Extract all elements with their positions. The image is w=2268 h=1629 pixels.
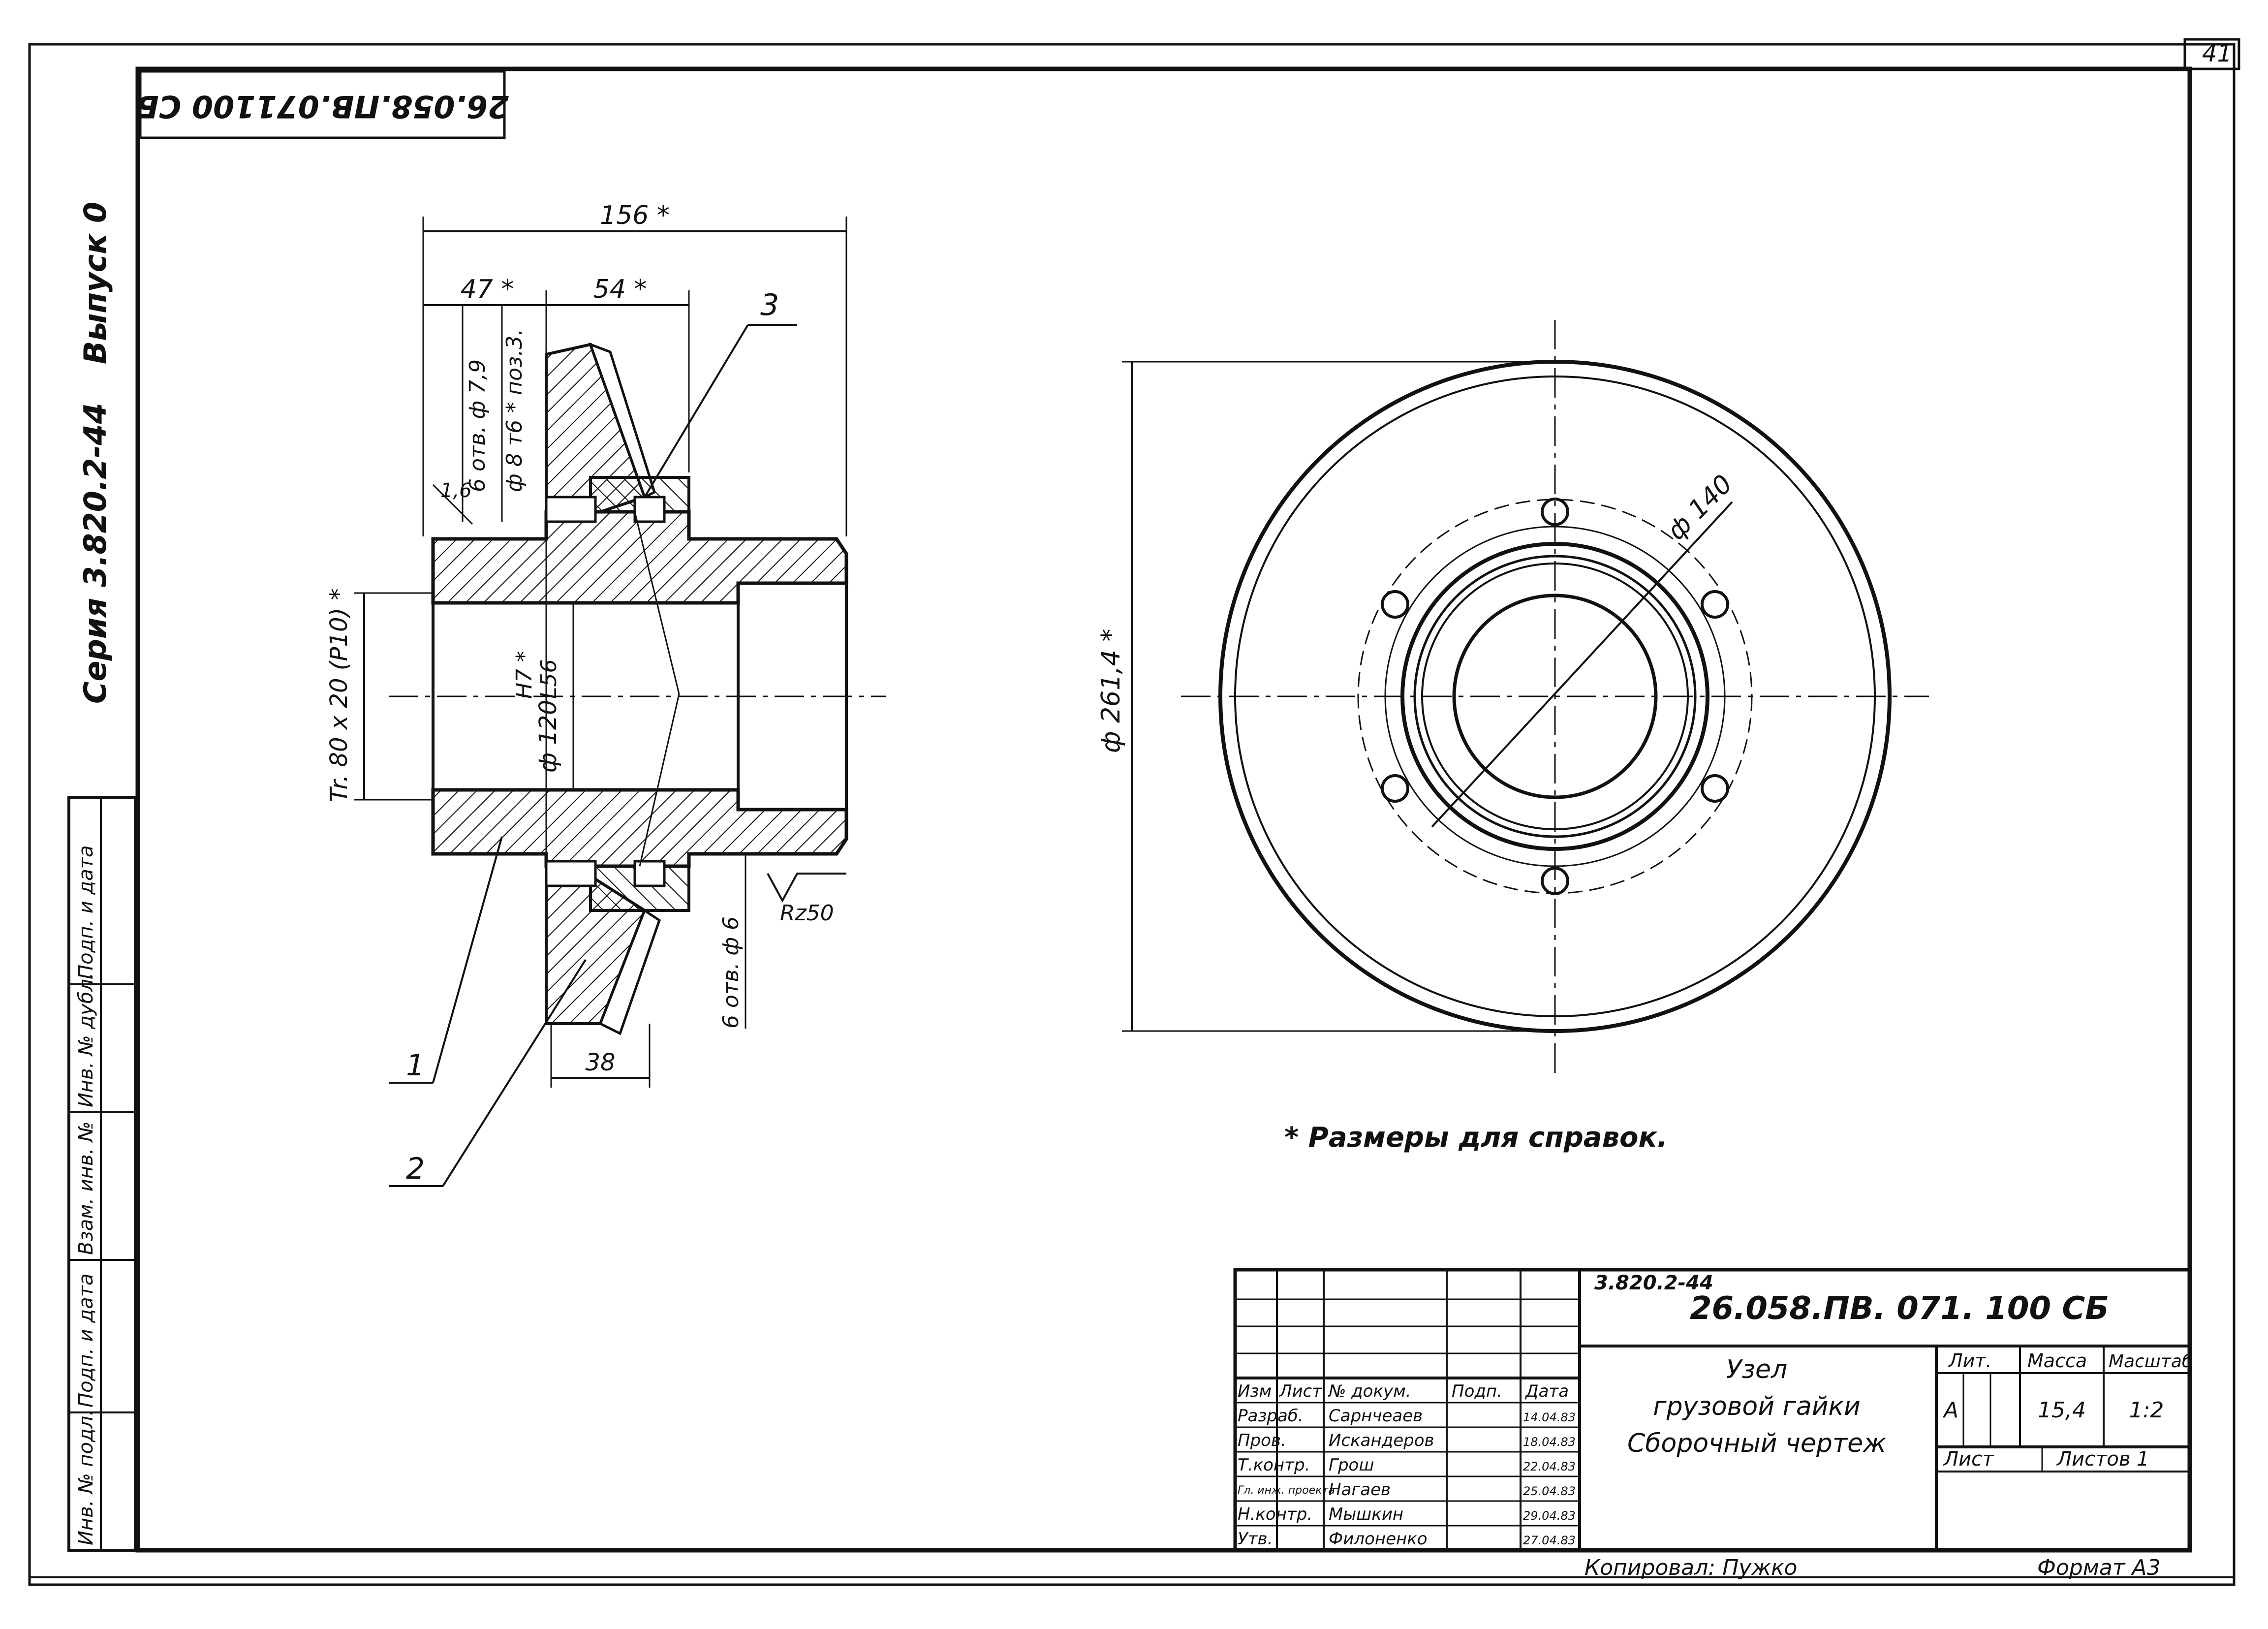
dim-flange-width: 38 (585, 1049, 615, 1076)
series-ref: 3.820.2-44 (1594, 1272, 1713, 1294)
title-line-1: Узел (1726, 1355, 1788, 1384)
dim-chamfer: 1,6 (440, 479, 472, 502)
lit-value: А (1942, 1398, 1958, 1423)
dim-outer-diameter: ф 261,4 * (1096, 629, 1126, 753)
doc-code: 26.058.ПВ. 071. 100 СБ (1690, 1290, 2109, 1327)
role-utv: Утв. (1238, 1529, 1273, 1549)
dim-fit-num: H7 * (512, 651, 537, 699)
name-gip: Нагаев (1329, 1480, 1391, 1500)
vypusk-label: Выпуск 0 (77, 202, 113, 364)
role-tkontr: Т.контр. (1238, 1455, 1310, 1475)
dim-thread: Tr. 80 x 20 (P10) * (325, 588, 353, 802)
role-gip: Гл. инж. проекта (1238, 1484, 1335, 1497)
scale-value: 1:2 (2129, 1398, 2164, 1423)
dim-roughness: Rz50 (780, 901, 834, 926)
dim-pin-fit: ф 8 т6 * поз.3. (502, 329, 527, 492)
end-view: ф 140 ф 261,4 * (1096, 320, 1929, 1073)
date-razrab: 14.04.83 (1523, 1410, 1576, 1424)
dim-part-b: 54 * (593, 275, 647, 304)
name-prov: Искандеров (1329, 1431, 1434, 1450)
col-data: Дата (1524, 1381, 1569, 1401)
mass-value: 15,4 (2038, 1398, 2086, 1423)
dim-holes-top: 6 отв. ф 7,9 (465, 359, 490, 492)
name-nkontr: Мышкин (1329, 1504, 1403, 1524)
callout-3: 3 (760, 288, 779, 322)
name-utv: Филоненко (1329, 1529, 1428, 1549)
stamp-code: 26.058.ПВ.071100 СБ (136, 89, 509, 125)
name-tkontr: Грош (1329, 1455, 1374, 1475)
copied-by: Копировал: Пужко (1584, 1555, 1797, 1580)
strip-vzam-inv: Взам. инв. № (75, 1121, 97, 1255)
name-razrab: Сарнчеаев (1329, 1406, 1423, 1426)
strip-inv-podl: Инв. № подл. (75, 1410, 97, 1545)
col-podp: Подп. (1452, 1381, 1502, 1401)
sheets-label: Листов 1 (2056, 1448, 2149, 1471)
reference-note: * Размеры для справок. (1284, 1122, 1668, 1154)
mass-label: Масса (2027, 1350, 2087, 1372)
date-utv: 27.04.83 (1523, 1534, 1576, 1547)
strip-inv-dubl: Инв. № дубл. (75, 972, 97, 1107)
strip-podp-data-2: Подп. и дата (75, 846, 97, 979)
stamp-box: 26.058.ПВ.071100 СБ (136, 70, 509, 139)
dim-overall-width: 156 * (600, 201, 670, 230)
title-line-3: Сборочный чертеж (1627, 1429, 1886, 1458)
series-label: Серия 3.820.2-44 (77, 403, 113, 704)
role-nkontr: Н.контр. (1238, 1504, 1312, 1524)
sheet-label: Лист (1943, 1448, 1994, 1471)
col-dokum: № докум. (1328, 1381, 1411, 1401)
sheet-number: 41 (2202, 40, 2232, 67)
dim-part-a: 47 * (461, 275, 514, 304)
strip-podp-data-1: Подп. и дата (75, 1274, 97, 1408)
date-tkontr: 22.04.83 (1523, 1460, 1576, 1473)
callout-2: 2 (406, 1152, 425, 1186)
title-block: Изм Лист № докум. Подп. Дата Разраб. Сар… (1233, 1268, 2193, 1552)
dim-holes-bottom: 6 отв. ф 6 (718, 916, 744, 1029)
paper-format: Формат А3 (2037, 1555, 2161, 1580)
col-list: Лист (1278, 1381, 1322, 1401)
date-nkontr: 29.04.83 (1523, 1509, 1576, 1523)
lit-label: Лит. (1948, 1350, 1992, 1372)
dim-bore: ф 120 (534, 700, 562, 773)
col-izm: Изм (1238, 1381, 1272, 1401)
section-view: 156 * 47 * 54 * 6 отв. ф 7,9 ф 8 т6 * по… (325, 201, 886, 1187)
left-strip: Инв. № подл. Подп. и дата Взам. инв. № И… (67, 796, 137, 1552)
role-prov: Пров. (1238, 1431, 1286, 1450)
date-gip: 25.04.83 (1523, 1484, 1576, 1498)
callout-1: 1 (406, 1048, 425, 1083)
dim-fit-den: L56 (536, 659, 561, 699)
date-prov: 18.04.83 (1523, 1435, 1576, 1449)
scale-label: Масштаб (2109, 1351, 2193, 1372)
sheet-frame: 41 (28, 38, 2240, 1586)
title-line-2: грузовой гайки (1653, 1392, 1861, 1421)
role-razrab: Разраб. (1238, 1406, 1304, 1426)
